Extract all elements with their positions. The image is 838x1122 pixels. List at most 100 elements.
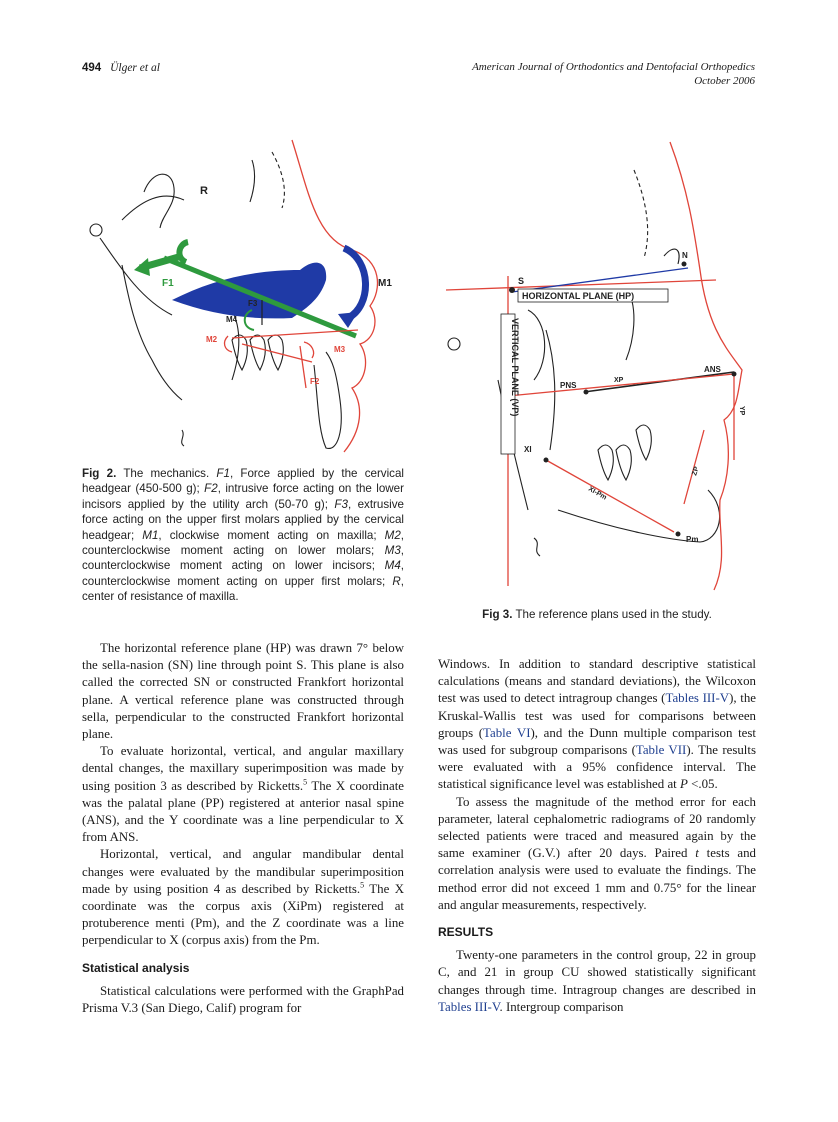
paragraph-results: Twenty-one parameters in the control gro… [438, 947, 756, 1016]
caption-term: M1 [142, 528, 159, 542]
reference-superscript[interactable]: 5 [360, 880, 365, 890]
m2-moment-arc [223, 335, 233, 353]
label-xp: XP [614, 377, 624, 384]
vp-label-box [500, 313, 516, 455]
molar-tooth-1 [231, 334, 248, 372]
label-m1: M1 [378, 278, 392, 289]
incisor-root-upper [231, 309, 240, 381]
symphysis-contour [313, 351, 342, 449]
point-xi [543, 457, 549, 463]
paragraph-text: To assess the magnitude of the method er… [438, 794, 756, 861]
label-ans: ANS [704, 365, 722, 374]
m3-moment-arc [303, 341, 315, 359]
caption-text: , counterclockwise moment acting on lowe… [82, 544, 404, 573]
caption-term: M4 [384, 559, 401, 573]
paragraph-text: To evaluate horizontal, vertical, and an… [82, 744, 404, 793]
label-m4: M4 [226, 315, 238, 324]
paragraph-text: ). The results were evaluated with a 95%… [438, 743, 756, 792]
caption-text: , extrusive force acting on the upper fi… [82, 497, 404, 542]
label-f1: F1 [162, 278, 174, 289]
figure-3: S N HORIZONTAL PLANE (HP) VERTICAL PLANE… [438, 130, 756, 592]
ear-rod-circle [89, 223, 103, 237]
label-f3: F3 [248, 299, 258, 308]
reference-superscript[interactable]: 5 [303, 777, 308, 787]
issue-date: October 2006 [694, 75, 755, 87]
hyoid-contour [181, 429, 185, 447]
m1-arrowhead [338, 312, 358, 328]
caption-text: , intrusive force acting on the lower in… [82, 482, 404, 511]
caption-term: R [392, 574, 401, 588]
label-r: R [200, 185, 208, 197]
table-link[interactable]: Tables III-V [665, 691, 730, 706]
soft-tissue-profile [291, 139, 379, 453]
paragraph-statistical-tests: Windows. In addition to standard descrip… [438, 656, 756, 794]
caption-text: , counterclockwise moment acting on lowe… [82, 528, 404, 558]
pterygoid-contour [545, 329, 556, 451]
caption-text: , clockwise moment acting on maxilla; [158, 528, 385, 542]
orbit-contour [143, 173, 175, 229]
paragraph-text: <.05. [687, 777, 718, 792]
point-pm [675, 531, 681, 537]
ear-rod-circle [447, 337, 461, 351]
headgear-force-line [163, 255, 357, 339]
body-column-right: Windows. In addition to standard descrip… [438, 656, 756, 1016]
label-s: S [518, 276, 524, 286]
molar-tooth-2 [615, 444, 632, 482]
journal-title: American Journal of Orthodontics and Den… [472, 61, 755, 73]
figure-2: R F1 M1 F3 M4 M2 M3 F2 [82, 130, 404, 458]
m1-moment-arc [342, 244, 369, 322]
point-n [681, 261, 687, 267]
paragraph-text: The X coordinate was the palatal plane (… [82, 778, 404, 845]
xi-pm-corpus-axis [545, 459, 675, 533]
label-m3: M3 [334, 345, 346, 354]
nasal-dashed-line [633, 169, 649, 259]
paragraph-text: Horizontal, vertical, and angular mandib… [82, 847, 404, 896]
orbit-contour [527, 309, 546, 381]
section-heading-statistical-analysis: Statistical analysis [82, 960, 190, 975]
paragraph-text: tests and correlation analysis were used… [438, 846, 756, 912]
paragraph-text: The X coordinate was the corpus axis (Xi… [82, 881, 405, 948]
table-link[interactable]: Tables III-V [438, 999, 500, 1014]
page-number: 494 [82, 62, 102, 74]
molar-tooth-1 [597, 444, 614, 482]
paragraph-method-error: To assess the magnitude of the method er… [438, 794, 756, 914]
hp-label-box [517, 288, 669, 303]
face-bow-hook [176, 239, 190, 265]
label-vertical-plane: VERTICAL PLANE (VP) [510, 318, 520, 416]
label-n: N [682, 251, 688, 260]
f1-arrowhead [134, 258, 150, 276]
table-link[interactable]: Table VI [483, 725, 531, 740]
paragraph-statistics: Statistical calculations were performed … [82, 983, 404, 1016]
paragraph-horizontal-plane: The horizontal reference plane (HP) was … [82, 641, 404, 742]
figure-2-caption-lead: Fig 2. [82, 467, 117, 480]
paragraph-text: Windows. In addition to standard descrip… [438, 657, 756, 706]
body-column-left: The horizontal reference plane (HP) was … [82, 640, 404, 1017]
hyoid-contour [533, 537, 541, 557]
nasion-contour [663, 248, 680, 265]
label-xi-pm: XI-Pm [587, 486, 608, 502]
label-xi: XI [524, 445, 532, 454]
f2-force-arrow [299, 345, 307, 389]
table-link[interactable]: Table VII [635, 743, 687, 758]
section-heading-results: RESULTS [438, 925, 494, 940]
point-s [509, 287, 515, 293]
label-yp: YP [738, 406, 745, 416]
ramus-contour [121, 264, 183, 401]
caption-term: F1 [216, 467, 230, 480]
caption-text: The mechanics. [116, 467, 217, 480]
figure-2-drawing: R F1 M1 F3 M4 M2 M3 F2 [89, 139, 392, 453]
palatal-plane [583, 371, 735, 393]
author-line: Ülger et al [110, 62, 160, 74]
figure-3-drawing: S N HORIZONTAL PLANE (HP) VERTICAL PLANE… [445, 141, 745, 591]
paragraph-text: . Intergroup comparison [499, 999, 624, 1014]
paragraph-mandibular-superimposition: Horizontal, vertical, and angular mandib… [82, 846, 404, 949]
soft-tissue-profile [669, 141, 743, 591]
italic-symbol: P [679, 777, 688, 792]
caption-text: , counterclockwise moment acting on uppe… [82, 559, 404, 588]
figure-3-caption-lead: Fig 3. [482, 608, 513, 621]
label-m2: M2 [206, 335, 218, 344]
paragraph-text: Twenty-one parameters in the control gro… [438, 948, 756, 997]
caption-term: M3 [384, 544, 401, 558]
caption-text: , center of resistance of maxilla. [82, 574, 404, 604]
caption-term: M2 [384, 528, 401, 542]
